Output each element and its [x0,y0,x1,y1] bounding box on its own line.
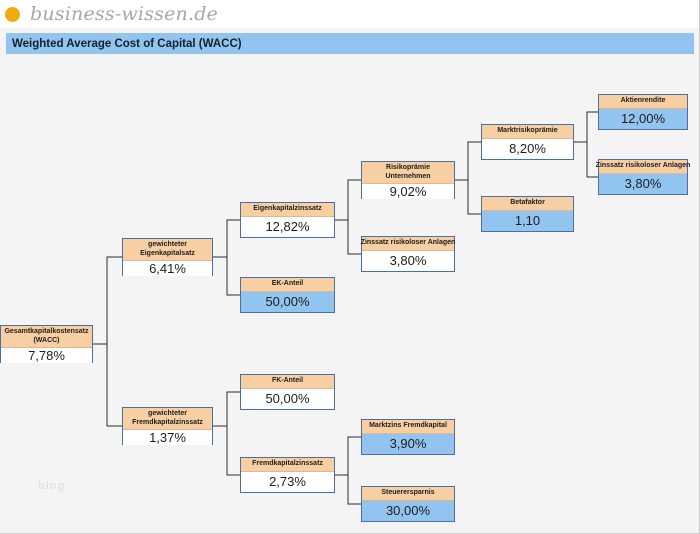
node-label: EK-Anteil [241,278,334,292]
node-zinssatz-risikoloser-anlagen-1[interactable]: Zinssatz risikoloser Anlagen 3,80% [361,236,455,272]
node-value: 50,00% [241,291,334,312]
node-value: 3,80% [599,173,687,194]
node-label: Zinssatz risikoloser Anlagen [596,160,690,174]
node-fremdkapitalzinssatz[interactable]: Fremdkapitalzinssatz 2,73% [240,457,335,493]
node-label-line1: Betafaktor [510,199,545,206]
blog-watermark: blog [38,480,66,492]
node-betafaktor[interactable]: Betafaktor 1,10 [481,196,574,232]
node-label-line1: EK-Anteil [271,280,304,287]
node-label-line1: Risikoprämie [386,164,430,171]
node-marktrisikopraemie[interactable]: Marktrisikoprämie 8,20% [481,124,574,160]
node-label: Aktienrendite [599,95,687,109]
node-gesamtkapitalkostensatz[interactable]: Gesamtkapitalkostensatz (WACC) 7,78% [0,325,93,363]
node-label: Zinssatz risikoloser Anlagen [360,237,456,251]
node-gewichteter-eigenkapitalsatz[interactable]: gewichteter Eigenkapitalsatz 6,41% [122,238,213,276]
node-value: 7,78% [1,348,92,363]
node-label-line1: Zinssatz risikoloser Anlagen [360,239,456,246]
node-value: 50,00% [241,388,334,409]
node-label-line1: Marktrisikoprämie [497,127,558,134]
node-label: FK-Anteil [241,375,334,389]
orange-dot-icon [5,6,20,22]
node-label-line2: Eigenkapitalsatz [140,249,195,257]
node-value: 30,00% [362,500,454,521]
node-eigenkapitalzinssatz[interactable]: Eigenkapitalzinssatz 12,82% [240,202,335,238]
node-label: Risikoprämie Unternehmen [362,162,454,184]
node-value: 9,02% [362,184,454,199]
node-value: 12,00% [599,108,687,129]
node-value: 8,20% [482,138,573,159]
brand-bar: business-wissen.de [0,0,699,28]
node-aktienrendite[interactable]: Aktienrendite 12,00% [598,94,688,130]
node-value: 3,90% [362,433,454,454]
node-label: Marktrisikoprämie [482,125,573,139]
node-label-line1: Marktzins Fremdkapital [369,422,447,429]
node-value: 1,37% [123,430,212,445]
diagram-title-band: Weighted Average Cost of Capital (WACC) [6,33,694,54]
connector-lines [93,111,598,505]
node-label: Marktzins Fremdkapital [362,420,454,434]
node-value: 1,10 [482,210,573,231]
node-label: Betafaktor [482,197,573,211]
node-value: 3,80% [362,250,454,271]
node-ek-anteil[interactable]: EK-Anteil 50,00% [240,277,335,313]
node-label-line1: Fremdkapitalzinssatz [252,460,323,467]
node-value: 12,82% [241,216,334,237]
node-risikopraemie-unternehmen[interactable]: Risikoprämie Unternehmen 9,02% [361,161,455,199]
page-title: Weighted Average Cost of Capital (WACC) [12,37,242,50]
node-label-line1: Zinssatz risikoloser Anlagen [595,162,691,169]
node-label: gewichteter Fremdkapitalzinssatz [123,408,212,430]
node-label-line1: Steuerersparnis [381,489,435,496]
node-value: 6,41% [123,261,212,276]
node-label: gewichteter Eigenkapitalsatz [123,239,212,261]
node-label: Eigenkapitalzinssatz [241,203,334,217]
node-label: Gesamtkapitalkostensatz (WACC) [1,326,92,348]
node-label-line1: gewichteter [148,241,187,248]
node-marktzins-fremdkapital[interactable]: Marktzins Fremdkapital 3,90% [361,419,455,455]
node-label-line1: Aktienrendite [620,97,666,104]
node-gewichteter-fremdkapitalzinssatz[interactable]: gewichteter Fremdkapitalzinssatz 1,37% [122,407,213,445]
node-label-line1: FK-Anteil [271,377,304,384]
diagram-canvas: Gesamtkapitalkostensatz (WACC) 7,78% gew… [0,54,699,533]
node-label: Steuerersparnis [362,487,454,501]
node-label-line2: (WACC) [33,336,60,344]
node-zinssatz-risikoloser-anlagen-2[interactable]: Zinssatz risikoloser Anlagen 3,80% [596,159,690,195]
node-label: Fremdkapitalzinssatz [241,458,334,472]
node-label-line2: Unternehmen [385,172,431,180]
node-label-line1: Eigenkapitalzinssatz [253,205,322,212]
node-label-line2: Fremdkapitalzinssatz [132,418,203,426]
node-label-line1: gewichteter [148,410,187,417]
node-label-line1: Gesamtkapitalkostensatz [4,328,89,335]
node-fk-anteil[interactable]: FK-Anteil 50,00% [240,374,335,410]
node-value: 2,73% [241,471,334,492]
brand-name: business-wissen.de [30,3,218,25]
node-steuerersparnis[interactable]: Steuerersparnis 30,00% [361,486,455,522]
